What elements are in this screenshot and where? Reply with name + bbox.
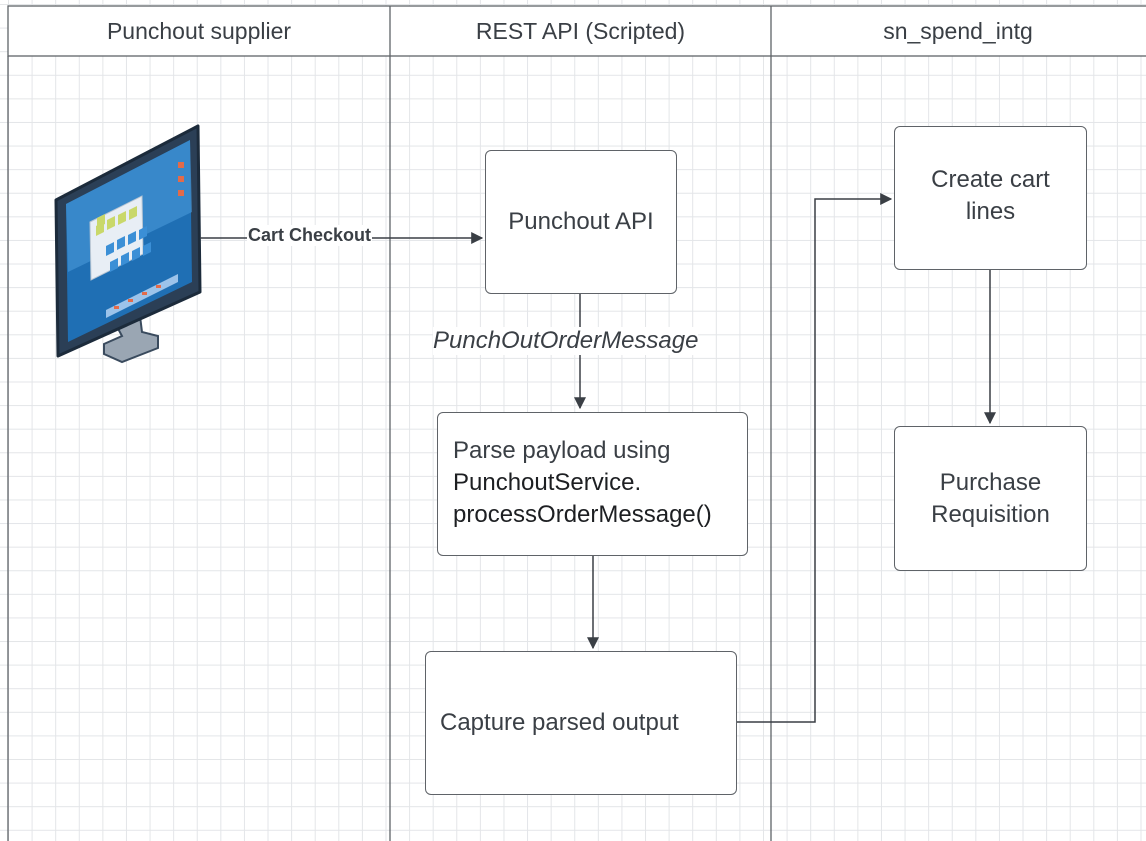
lane-header-sn-spend-intg: sn_spend_intg	[772, 7, 1144, 55]
node-create-cart-lines: Create cart lines	[894, 126, 1087, 270]
lane-header-punchout-supplier: Punchout supplier	[9, 7, 389, 55]
node-create-cart-lines-label: Create cart lines	[931, 166, 1050, 225]
node-purchase-requisition: Purchase Requisition	[894, 426, 1087, 571]
node-parse-line3: processOrderMessage()	[453, 501, 712, 528]
node-purchase-requisition-label: Purchase Requisition	[931, 468, 1050, 528]
node-punchout-api: Punchout API	[485, 150, 677, 294]
node-capture-output: Capture parsed output	[425, 651, 737, 795]
node-parse-line2: PunchoutService.	[453, 469, 642, 496]
node-parse-payload: Parse payload using PunchoutService. pro…	[437, 412, 748, 556]
lane-header-rest-api: REST API (Scripted)	[391, 7, 770, 55]
edge-label-punchout-message: PunchOutOrderMessage	[433, 327, 699, 355]
node-capture-output-label: Capture parsed output	[440, 709, 679, 736]
computer-monitor-icon	[54, 124, 202, 364]
edge-capture-to-cart	[736, 193, 893, 723]
node-parse-line1: Parse payload using	[453, 437, 671, 464]
edge-label-cart-checkout: Cart Checkout	[247, 225, 373, 246]
node-punchout-api-label: Punchout API	[508, 208, 654, 235]
